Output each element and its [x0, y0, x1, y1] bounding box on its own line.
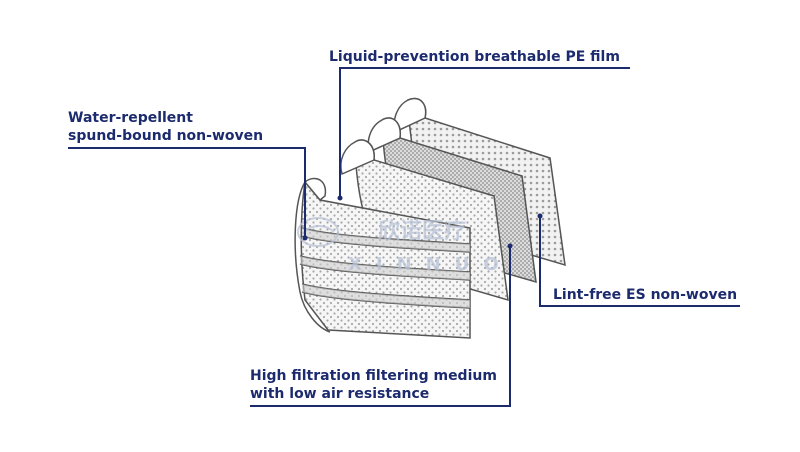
label-lint-free: Lint-free ES non-woven	[553, 287, 738, 303]
label-high-filtration-line2: with low air resistance	[250, 386, 430, 402]
leader-lint-free	[539, 216, 740, 307]
watermark-brand-cn: 欣诺医疗	[378, 218, 466, 244]
label-high-filtration-line1: High filtration filtering medium	[250, 368, 497, 384]
leader-water-repellent	[68, 147, 306, 238]
leader-high-filtration	[250, 246, 511, 407]
leader-pe-film	[339, 67, 630, 198]
pleat-shading	[300, 228, 470, 308]
label-water-repellent-line1: Water-repellent	[68, 110, 193, 126]
label-pe-film: Liquid-prevention breathable PE film	[329, 49, 620, 65]
leader-endpoints	[302, 195, 543, 249]
leader-lines	[68, 67, 740, 407]
watermark-brand-en: XINNUO	[348, 254, 513, 275]
watermark: 欣诺医疗 XINNUO	[297, 217, 513, 275]
label-water-repellent-line2: spund-bound non-woven	[68, 128, 264, 144]
layer-water-repellent	[294, 177, 471, 339]
